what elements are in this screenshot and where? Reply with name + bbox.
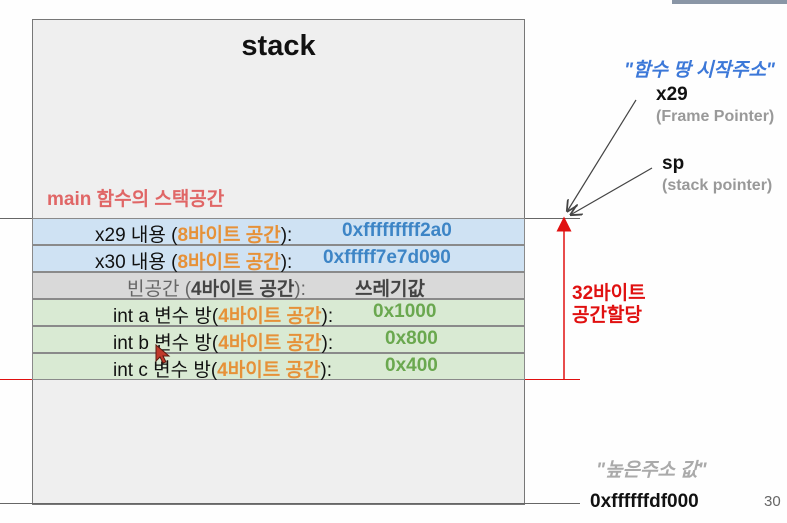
row-suffix: ): xyxy=(280,225,293,246)
row-label: int c 변수 방(4바이트 공간): xyxy=(113,355,332,382)
row-value: 쓰레기값 xyxy=(355,279,425,300)
row-label: int a 변수 방(4바이트 공간): xyxy=(113,301,333,328)
row-size: 4바이트 공간 xyxy=(218,306,322,327)
row-prefix: int a 변수 방( xyxy=(113,306,219,327)
row-label: x30 내용 (8바이트 공간): xyxy=(95,247,292,274)
allocation-text: 공간할당 xyxy=(572,305,642,326)
row-size: 8바이트 공간 xyxy=(177,225,281,246)
high-address-note: "높은주소 값" xyxy=(596,460,707,481)
high-address-line xyxy=(0,503,580,504)
row-suffix: ): xyxy=(294,279,306,300)
stack-title: stack xyxy=(241,30,316,62)
high-address-value: 0xffffffdf000 xyxy=(590,491,699,512)
row-size: 4바이트 공간 xyxy=(217,360,321,381)
row-prefix: x29 내용 ( xyxy=(95,225,178,246)
row-label: int b 변수 방(4바이트 공간): xyxy=(113,328,333,355)
stack-row-x29: x29 내용 (8바이트 공간): 0xfffffffff2a0 xyxy=(32,218,525,247)
x29-register-name: x29 xyxy=(656,84,688,105)
row-label: 빈공간 (4바이트 공간): xyxy=(127,274,306,301)
video-thumbnail-strip xyxy=(672,0,787,4)
stack-row-padding: 빈공간 (4바이트 공간): 쓰레기값 xyxy=(32,272,525,301)
sp-pointer-arrow xyxy=(572,167,653,214)
stack-row-int-b: int b 변수 방(4바이트 공간): 0x800 xyxy=(32,326,525,355)
sp-register-desc: (stack pointer) xyxy=(662,177,773,194)
row-suffix: ): xyxy=(321,306,334,327)
row-size: 8바이트 공간 xyxy=(177,252,281,273)
row-value: 0xfffff7e7d090 xyxy=(323,247,451,268)
row-suffix: ): xyxy=(321,333,334,354)
allocation-label: 32바이트 공간할당 xyxy=(572,283,646,327)
row-value: 0x1000 xyxy=(373,301,437,322)
row-value: 0x800 xyxy=(385,328,438,349)
row-prefix: int c 변수 방( xyxy=(113,360,218,381)
row-prefix: 빈공간 ( xyxy=(127,279,192,300)
frame-start-note: "함수 땅 시작주소" xyxy=(624,60,775,81)
x29-pointer-arrow xyxy=(568,99,637,210)
row-size: 4바이트 공간 xyxy=(218,333,322,354)
main-stack-space-label: main 함수의 스택공간 xyxy=(47,189,225,210)
row-prefix: x30 내용 ( xyxy=(95,252,178,273)
page-number: 30 xyxy=(764,493,781,510)
row-value: 0x400 xyxy=(385,355,438,376)
row-size: 4바이트 공간 xyxy=(191,279,295,300)
row-suffix: ): xyxy=(320,360,333,381)
x29-register-desc: (Frame Pointer) xyxy=(656,108,775,125)
stack-row-int-a: int a 변수 방(4바이트 공간): 0x1000 xyxy=(32,299,525,328)
sp-register-name: sp xyxy=(662,153,685,174)
row-value: 0xfffffffff2a0 xyxy=(342,220,452,241)
row-label: x29 내용 (8바이트 공간): xyxy=(95,220,292,247)
stack-row-x30: x30 내용 (8바이트 공간): 0xfffff7e7d090 xyxy=(32,245,525,274)
stack-row-int-c: int c 변수 방(4바이트 공간): 0x400 xyxy=(32,353,525,382)
row-prefix: int b 변수 방( xyxy=(113,333,219,354)
allocation-size: 32바이트 xyxy=(572,283,646,304)
mouse-cursor-icon xyxy=(155,343,171,364)
row-suffix: ): xyxy=(280,252,293,273)
